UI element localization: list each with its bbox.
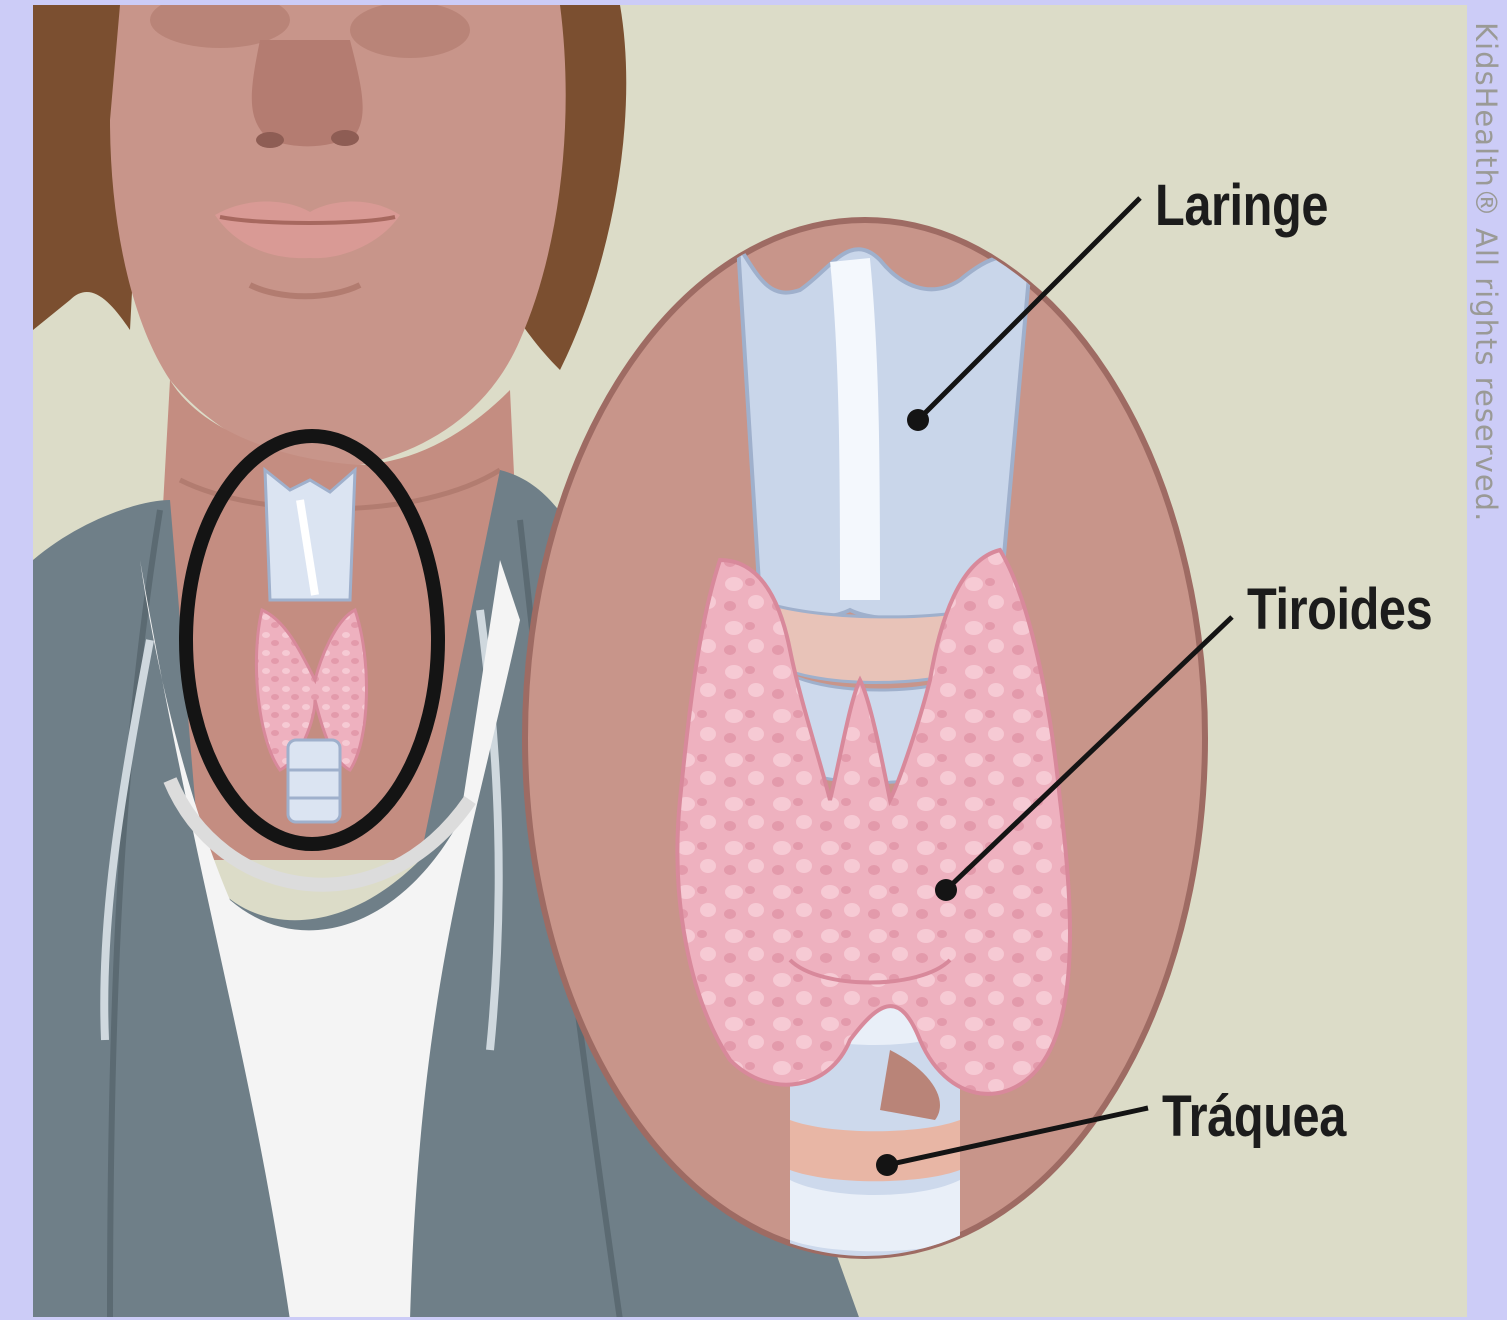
larynx-label: Laringe (1155, 172, 1328, 239)
trachea-label: Tráquea (1162, 1083, 1346, 1150)
copyright-watermark: KidsHealth® All rights reserved. (1469, 22, 1503, 522)
larynx-marker (907, 409, 929, 431)
trachea-marker (876, 1154, 898, 1176)
thyroid-label: Tiroides (1247, 576, 1432, 643)
thyroid-marker (935, 879, 957, 901)
